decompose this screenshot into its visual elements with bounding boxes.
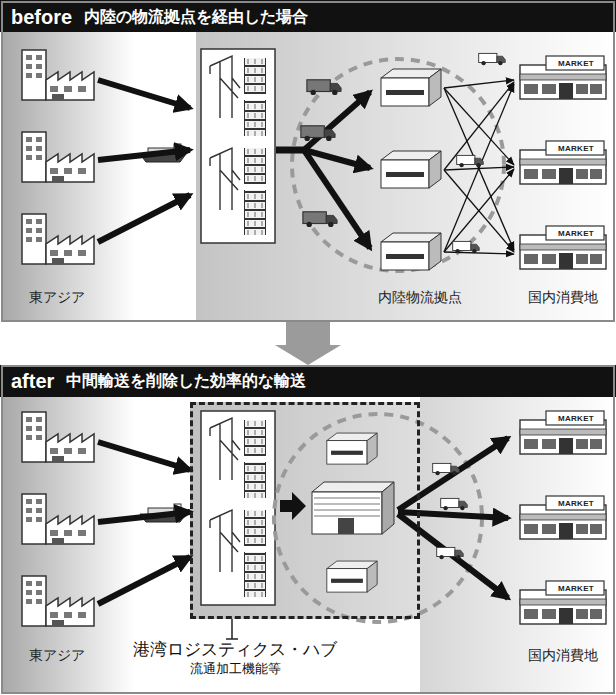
panel-header: after 中間輸送を削除した効率的な輸送 bbox=[1, 365, 615, 397]
region-label: 国内消費地 bbox=[528, 289, 598, 307]
heading-text: 港湾ロジスティクス・ハブ bbox=[133, 640, 337, 660]
market-sign: MARKET bbox=[558, 584, 594, 593]
market-sign: MARKET bbox=[558, 414, 594, 423]
market-sign: MARKET bbox=[558, 499, 594, 508]
market-sign: MARKET bbox=[558, 144, 594, 153]
sub-text: 内陸の物流拠点を経由した場合 bbox=[84, 7, 308, 28]
transition-arrow bbox=[275, 322, 341, 365]
market-sign: MARKET bbox=[558, 229, 594, 238]
hub-area: 港湾ロジスティクス・ハブ流通加工機能等 bbox=[190, 402, 420, 619]
hub-caption: 港湾ロジスティクス・ハブ流通加工機能等 bbox=[133, 640, 337, 677]
before-panel: before 内陸の物流拠点を経由した場合 bbox=[1, 1, 615, 322]
after-panel: after 中間輸送を削除した効率的な輸送港湾ロジスティクス・ハブ流通加工機能等 bbox=[1, 365, 615, 694]
panel-header: before 内陸の物流拠点を経由した場合 bbox=[1, 1, 615, 33]
sub-text: 中間輸送を削除した効率的な輸送 bbox=[66, 371, 306, 392]
heading-text: after bbox=[11, 370, 54, 393]
region-label: 内陸物流拠点 bbox=[378, 289, 462, 307]
sub-text: 流通加工機能等 bbox=[133, 660, 337, 677]
region-label: 東アジア bbox=[29, 647, 85, 665]
region-label: 国内消費地 bbox=[528, 647, 598, 665]
region-label: 東アジア bbox=[29, 289, 85, 307]
market-sign: MARKET bbox=[558, 59, 594, 68]
heading-text: before bbox=[11, 6, 72, 29]
